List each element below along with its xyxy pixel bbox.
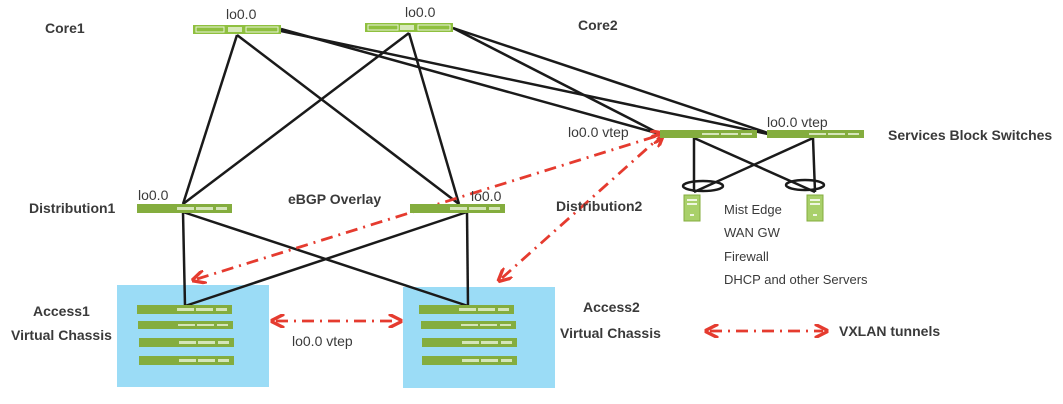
svc2-vtep-label: lo0.0 vtep bbox=[767, 114, 828, 130]
link-core1-svc2 bbox=[280, 29, 769, 136]
service-item: Firewall bbox=[724, 249, 769, 264]
access2-label: Access2 bbox=[583, 299, 640, 315]
link-svc2-server2 bbox=[811, 137, 817, 193]
link-core1-dist1 bbox=[181, 34, 239, 205]
link-core1-svc1 bbox=[280, 27, 661, 136]
access1-virtual-chassis-box bbox=[117, 285, 269, 387]
lag-ring-server1 bbox=[681, 179, 725, 193]
access1-member1-switch-icon bbox=[137, 305, 232, 314]
services-block-label: Services Block Switches bbox=[888, 127, 1053, 143]
svc1-switch-icon bbox=[660, 130, 757, 138]
lag-ring-server2 bbox=[784, 178, 826, 192]
physical-links bbox=[181, 26, 826, 308]
link-core2-svc1 bbox=[452, 26, 661, 136]
access2-virtual-chassis-box bbox=[403, 287, 555, 388]
service-item: WAN GW bbox=[724, 225, 780, 240]
core2-loopback-label: lo0.0 bbox=[405, 4, 436, 20]
dist1-loopback-label: lo0.0 bbox=[138, 187, 169, 203]
access2-member3-switch-icon bbox=[422, 338, 517, 347]
access2-member2-switch-icon bbox=[421, 321, 516, 329]
switches bbox=[137, 130, 864, 365]
access2-vc-label: Virtual Chassis bbox=[560, 325, 661, 341]
access2-member1-switch-icon bbox=[419, 305, 514, 314]
svc1-vtep-label: lo0.0 vtep bbox=[568, 124, 629, 140]
distribution2-label: Distribution2 bbox=[556, 198, 643, 214]
core2-label: Core2 bbox=[578, 17, 618, 33]
access2-member4-switch-icon bbox=[422, 356, 517, 365]
service-item: DHCP and other Servers bbox=[724, 272, 868, 287]
access1-member2-switch-icon bbox=[138, 321, 233, 329]
access1-member4-switch-icon bbox=[139, 356, 234, 365]
link-dist2-acc2 bbox=[465, 211, 470, 307]
server2-icon bbox=[806, 194, 824, 222]
dist1-switch-icon bbox=[137, 204, 232, 213]
dist2-loopback-label: lo0.0 bbox=[471, 188, 502, 204]
access1-vc-label: Virtual Chassis bbox=[11, 327, 112, 343]
server1-icon bbox=[683, 194, 701, 222]
access1-label: Access1 bbox=[33, 303, 90, 319]
ebgp-overlay-label: eBGP Overlay bbox=[288, 191, 382, 207]
core2-switch-icon bbox=[365, 23, 453, 32]
tunnel-acc2-svc bbox=[502, 137, 660, 278]
core1-switch-icon bbox=[193, 25, 281, 34]
link-dist1-acc1 bbox=[181, 211, 187, 307]
link-core2-dist1 bbox=[182, 32, 410, 205]
core1-loopback-label: lo0.0 bbox=[226, 6, 257, 22]
link-core2-svc2 bbox=[452, 26, 769, 135]
access-vtep-label: lo0.0 vtep bbox=[292, 333, 353, 349]
dist2-switch-icon bbox=[410, 204, 505, 213]
core1-label: Core1 bbox=[45, 20, 85, 36]
svc2-switch-icon bbox=[767, 130, 864, 138]
distribution1-label: Distribution1 bbox=[29, 200, 116, 216]
service-item: Mist Edge bbox=[724, 202, 782, 217]
legend-vxlan-label: VXLAN tunnels bbox=[839, 323, 941, 339]
access1-member3-switch-icon bbox=[139, 338, 234, 347]
